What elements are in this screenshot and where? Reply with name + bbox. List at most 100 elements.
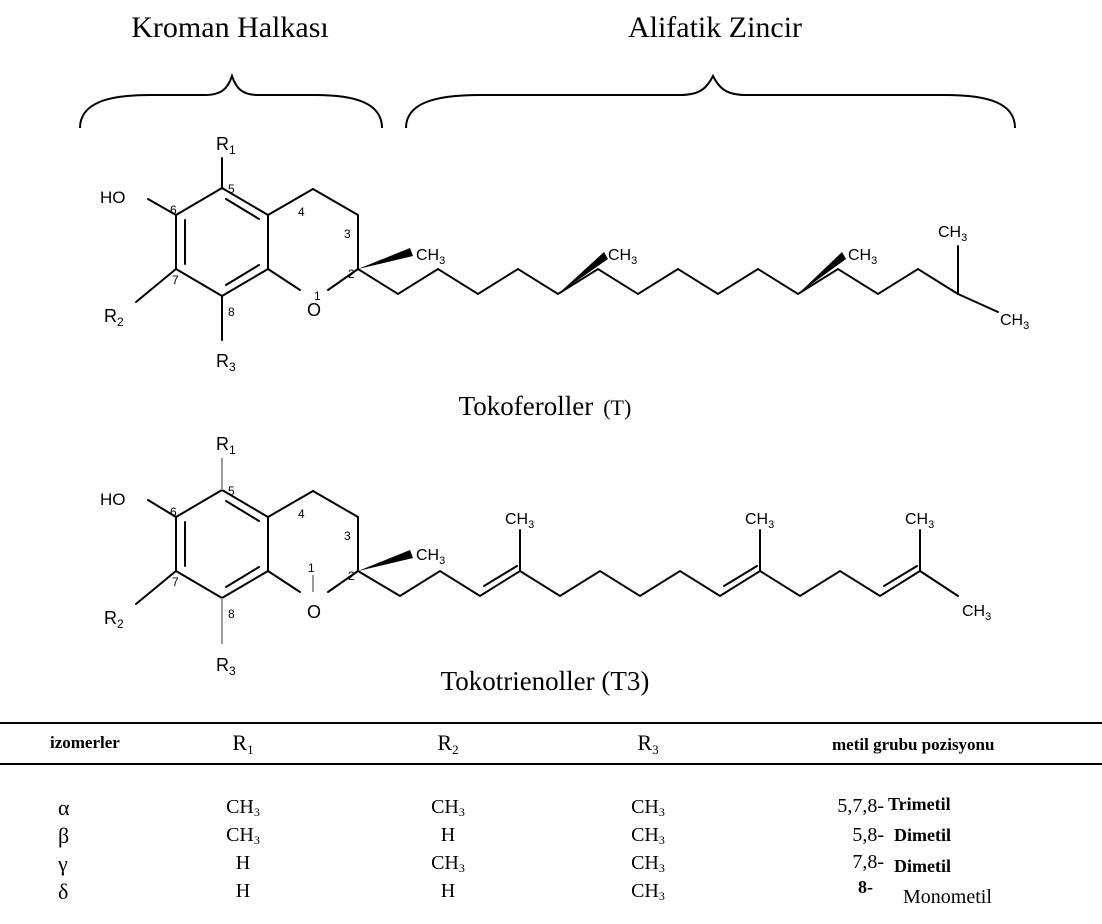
svg-text:CH3: CH3	[416, 547, 445, 567]
methyl-subscript: 3	[871, 255, 877, 267]
header-r3-sub: 3	[652, 742, 659, 757]
svg-text:CH3: CH3	[416, 247, 445, 267]
oxygen-label: O	[307, 300, 321, 320]
svg-text:HO: HO	[100, 188, 126, 207]
header-r3: R	[637, 730, 652, 755]
position-7: 7	[172, 273, 179, 287]
header-methyl-position: metil grubu pozisyonu	[832, 735, 994, 754]
header-r1: R	[232, 730, 247, 755]
ch-label: CH	[631, 824, 659, 846]
svg-text:Tokoferoller(T): Tokoferoller(T)	[459, 391, 632, 421]
position-7: 7	[172, 575, 179, 589]
svg-text:CH3: CH3	[608, 247, 637, 267]
svg-text:R2: R2	[104, 306, 124, 329]
positions-cell: 5,7,8-	[837, 795, 884, 817]
svg-text:R1: R1	[216, 134, 236, 157]
positions-cell: 5,8-	[852, 824, 884, 846]
oxygen-label: O	[307, 602, 321, 622]
svg-text:CH3: CH3	[631, 852, 665, 875]
r3-label: R	[216, 351, 229, 371]
header-r1-sub: 1	[247, 742, 254, 757]
position-5: 5	[228, 182, 235, 196]
r3-subscript: 3	[229, 664, 236, 678]
h-cell: H	[236, 852, 250, 874]
heading-kroman-halkasi: Kroman Halkası	[131, 11, 328, 44]
svg-text:R1: R1	[232, 730, 253, 757]
table-row: δ H H CH3 8- Monometil	[58, 877, 992, 908]
svg-text:CH3: CH3	[938, 224, 967, 244]
methyl-label: CH	[1000, 312, 1023, 329]
r2-subscript: 2	[117, 617, 124, 631]
r1-label: R	[216, 434, 229, 454]
ch-subscript: 3	[659, 805, 665, 819]
svg-text:CH3: CH3	[226, 796, 260, 819]
svg-text:R1: R1	[216, 434, 236, 457]
svg-text:CH3: CH3	[431, 796, 465, 819]
h-cell: H	[236, 880, 250, 902]
svg-text:CH3: CH3	[962, 603, 991, 623]
tocopherol-structure: HO R1 R2 R3 O CH3 CH3 CH3 CH3 CH3 1 2 3 …	[100, 134, 1029, 374]
svg-text:R3: R3	[216, 351, 236, 374]
position-2: 2	[348, 569, 355, 583]
methyl-label: CH	[745, 511, 768, 528]
h-cell: H	[441, 824, 455, 846]
tocopherol-title: Tokoferoller	[459, 391, 594, 421]
ch-subscript: 3	[659, 833, 665, 847]
position-1: 1	[308, 561, 315, 575]
tocotrienol-title: Tokotrienoller (T3)	[441, 666, 650, 696]
tocotrienol-structure: HO R1 R2 R3 O CH3 CH3 CH3 CH3 CH3 1 2 3 …	[100, 434, 991, 678]
svg-text:CH3: CH3	[226, 824, 260, 847]
methyl-subscript: 3	[768, 519, 774, 531]
brace-alifatik	[405, 73, 1016, 129]
svg-text:CH3: CH3	[505, 511, 534, 531]
isomer-cell: β	[58, 823, 69, 848]
svg-text:CH3: CH3	[905, 511, 934, 531]
methyl-type-cell: Dimetil	[894, 856, 951, 876]
table-row: β CH3 H CH3 5,8- Dimetil	[58, 823, 951, 848]
brace-kroman	[79, 72, 383, 129]
methyl-subscript: 3	[439, 555, 445, 567]
svg-text:R3: R3	[637, 730, 658, 757]
svg-text:R2: R2	[104, 608, 124, 631]
methyl-label: CH	[905, 511, 928, 528]
svg-text:CH3: CH3	[745, 511, 774, 531]
position-1: 1	[314, 289, 321, 303]
methyl-label: CH	[938, 224, 961, 241]
methyl-subscript: 3	[631, 255, 637, 267]
r1-label: R	[216, 134, 229, 154]
r1-subscript: 1	[229, 143, 236, 157]
position-8: 8	[228, 305, 235, 319]
svg-text:HO: HO	[100, 490, 126, 509]
methyl-subscript: 3	[985, 611, 991, 623]
ch-subscript: 3	[459, 861, 465, 875]
r2-label: R	[104, 306, 117, 326]
methyl-label: CH	[848, 247, 871, 264]
header-r2: R	[437, 730, 452, 755]
isomer-table: izomerler R1 R2 R3 metil grubu pozisyonu…	[0, 722, 1102, 908]
methyl-label: CH	[416, 547, 439, 564]
svg-text:CH3: CH3	[848, 247, 877, 267]
methyl-type-cell: Monometil	[903, 886, 992, 908]
position-3: 3	[344, 529, 351, 543]
methyl-label: CH	[416, 247, 439, 264]
methyl-type-cell: Trimetil	[888, 794, 951, 814]
ho-label: HO	[100, 490, 126, 509]
ch-label: CH	[631, 852, 659, 874]
position-6: 6	[170, 203, 177, 217]
methyl-subscript: 3	[439, 255, 445, 267]
svg-text:CH3: CH3	[631, 824, 665, 847]
isomer-cell: γ	[57, 851, 68, 876]
svg-text:CH3: CH3	[631, 796, 665, 819]
position-8: 8	[228, 607, 235, 621]
methyl-label: CH	[962, 603, 985, 620]
r2-label: R	[104, 608, 117, 628]
ch-label: CH	[631, 796, 659, 818]
position-4: 4	[298, 507, 305, 521]
ch-label: CH	[631, 880, 659, 902]
ch-label: CH	[431, 852, 459, 874]
methyl-subscript: 3	[961, 232, 967, 244]
isomer-cell: α	[58, 795, 70, 820]
r3-label: R	[216, 655, 229, 675]
table-row: α CH3 CH3 CH3 5,7,8- Trimetil	[58, 794, 951, 820]
